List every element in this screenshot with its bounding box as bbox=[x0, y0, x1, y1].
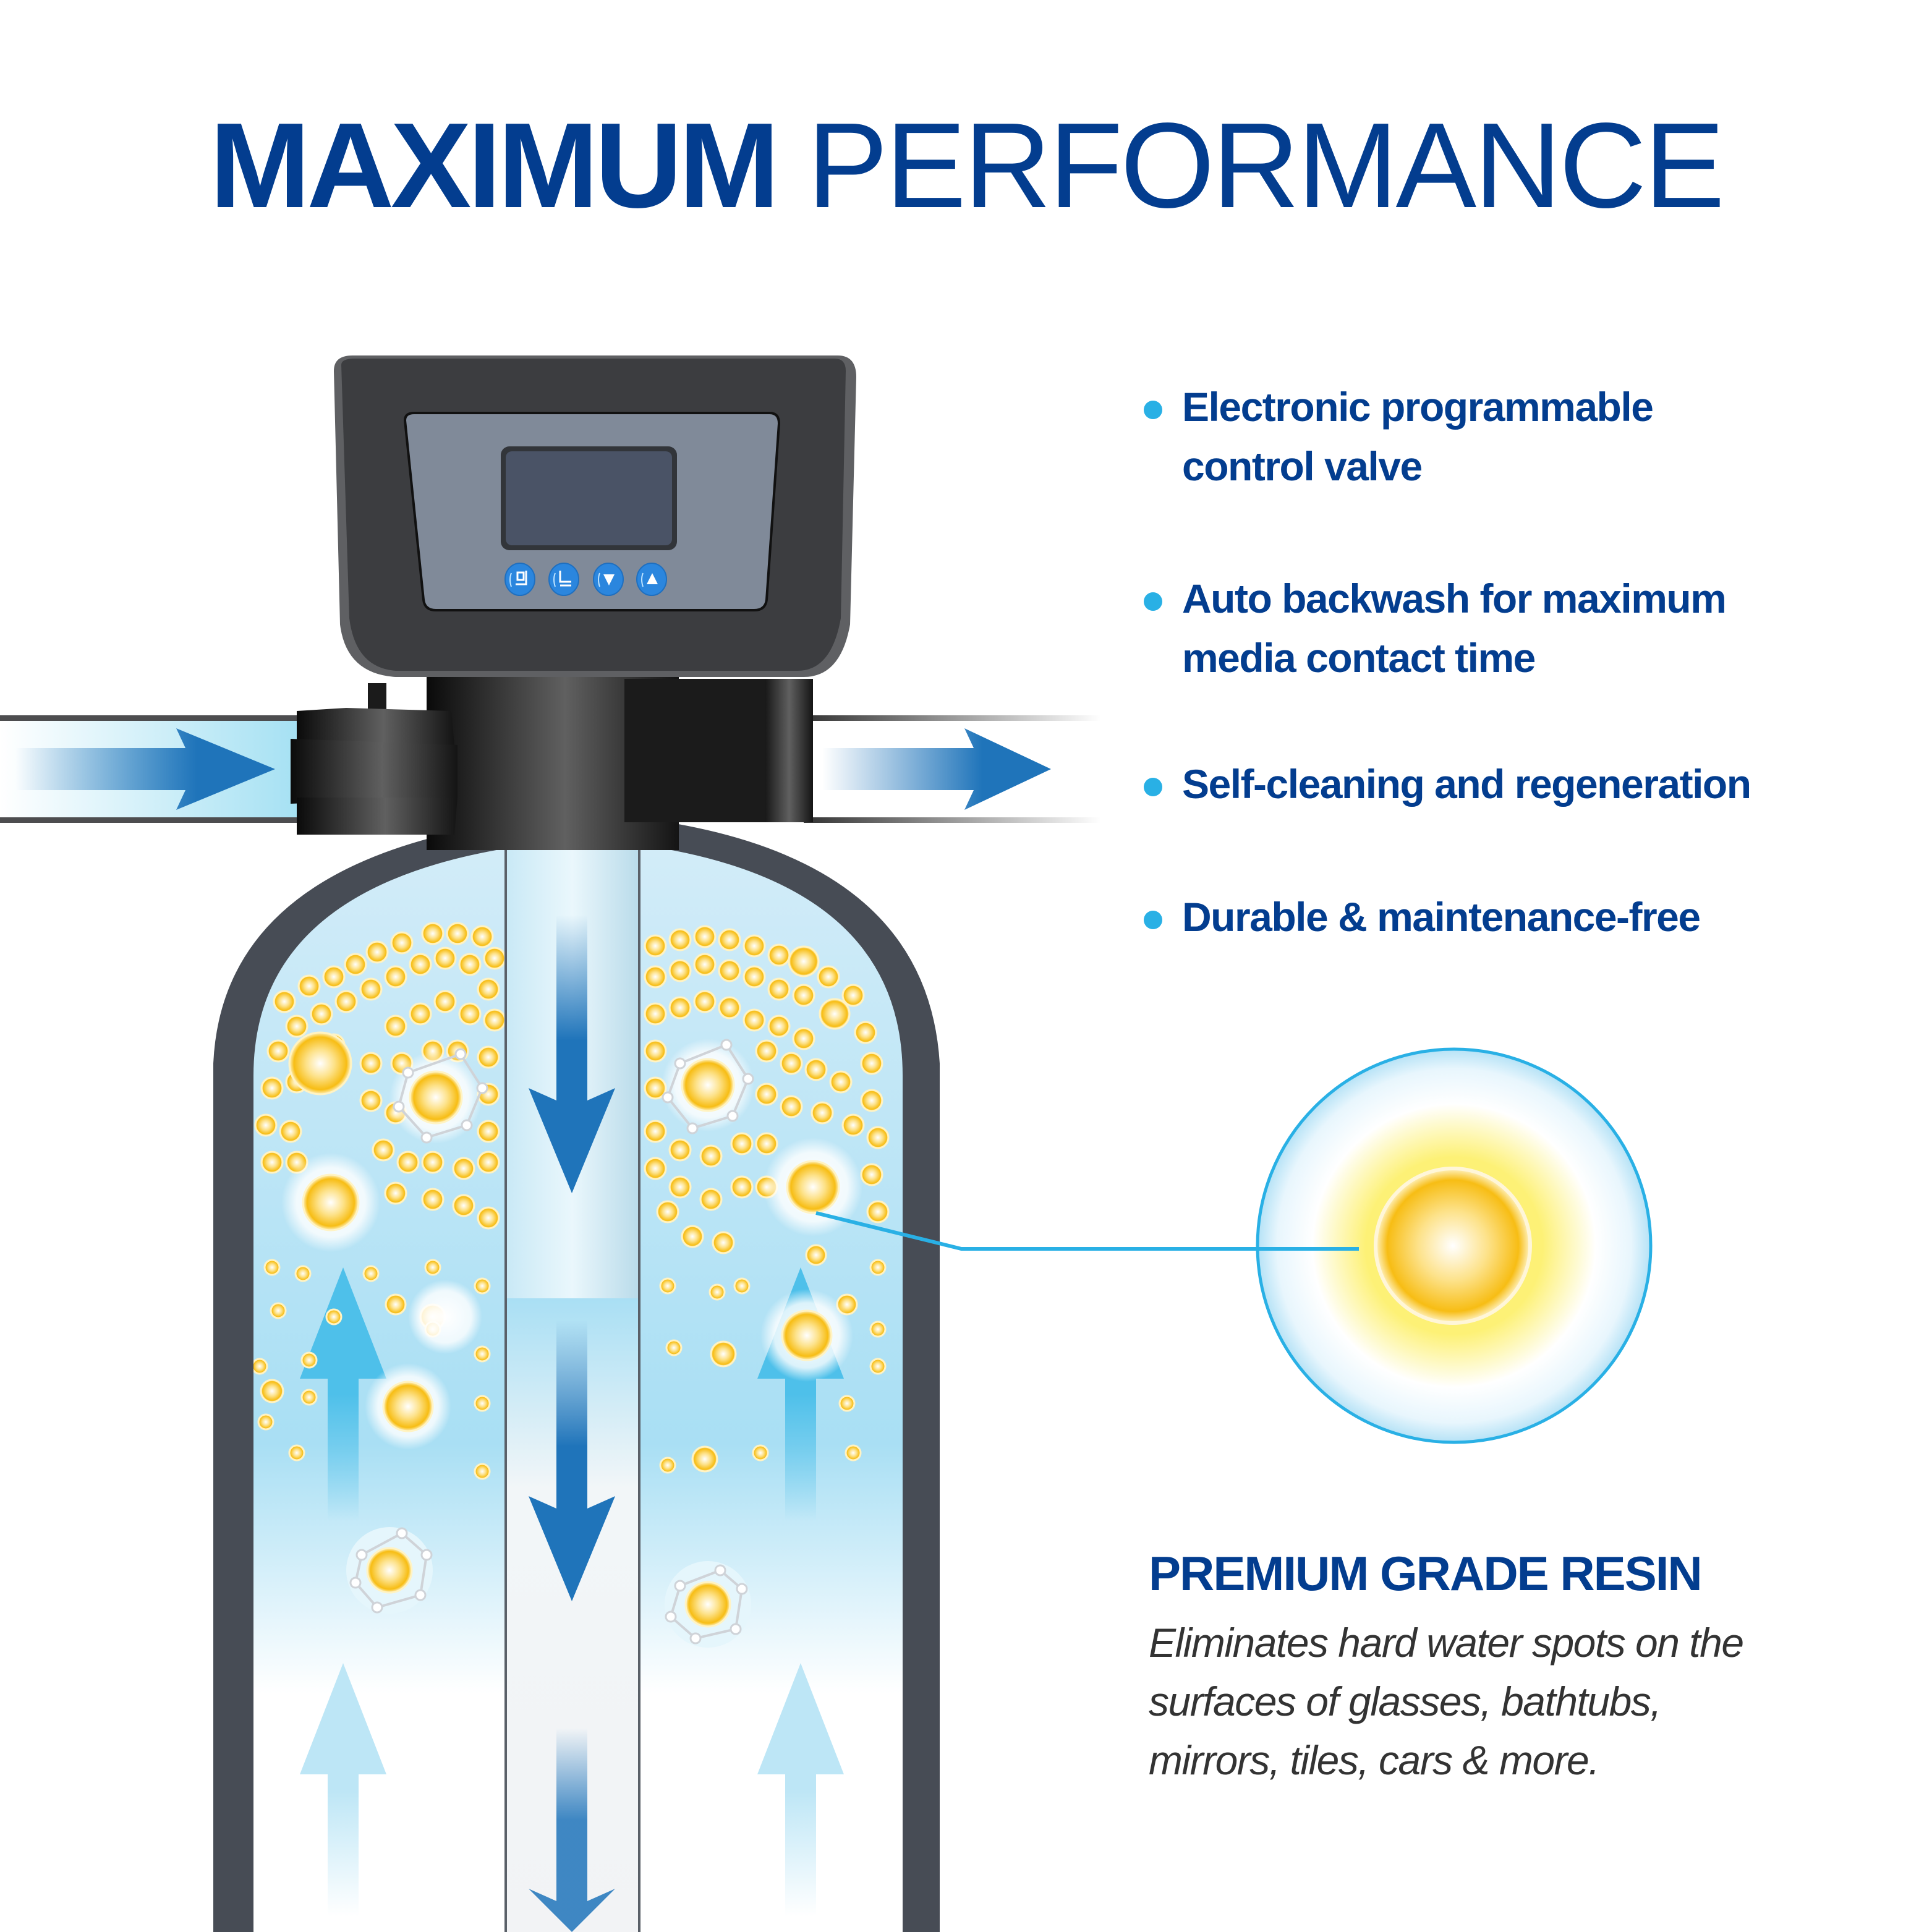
control-valve bbox=[291, 355, 856, 850]
bullet-icon bbox=[1144, 592, 1162, 611]
callout-line bbox=[815, 1211, 1360, 1251]
feature-item: Electronic programmable control valve bbox=[1144, 377, 1654, 496]
arrow-up-icon bbox=[636, 563, 667, 596]
down-arrow-icon bbox=[529, 915, 615, 1193]
down-arrow-icon bbox=[529, 1320, 615, 1601]
bullet-icon bbox=[1144, 778, 1162, 796]
resin-tank bbox=[213, 822, 940, 1932]
bullet-icon bbox=[1144, 401, 1162, 419]
resin-beads bbox=[253, 922, 890, 1480]
title-bold: MAXIMUM bbox=[209, 98, 780, 233]
title-light: PERFORMANCE bbox=[776, 98, 1725, 233]
down-arrow-icon bbox=[529, 1728, 615, 1932]
valve-button-up[interactable] bbox=[636, 562, 668, 597]
resin-callout: PREMIUM GRADE RESIN Eliminates hard wate… bbox=[1149, 1546, 1860, 1790]
inlet-arrow-icon bbox=[15, 728, 275, 810]
arrow-down-icon bbox=[593, 563, 624, 596]
outlet-pipe bbox=[804, 715, 1100, 823]
outlet-arrow-icon bbox=[822, 728, 1051, 810]
inlet-pipe bbox=[0, 715, 297, 823]
valve-button-menu[interactable] bbox=[504, 562, 536, 597]
feature-item: Self-cleaning and regeneration bbox=[1144, 754, 1924, 814]
active-resin-beads bbox=[281, 1031, 862, 1648]
bullet-icon bbox=[1144, 911, 1162, 929]
feature-text-line: media contact time bbox=[1182, 635, 1536, 681]
menu-square-icon bbox=[504, 563, 535, 596]
feature-item: Durable & maintenance-free bbox=[1144, 887, 1924, 947]
magnified-resin-bead bbox=[1256, 1047, 1653, 1444]
enter-corner-icon bbox=[548, 563, 579, 596]
valve-button-down[interactable] bbox=[592, 562, 624, 597]
feature-text-line: Auto backwash for maximum bbox=[1182, 576, 1727, 621]
resin-description: Eliminates hard water spots on the surfa… bbox=[1149, 1620, 1744, 1783]
feature-text-line: Electronic programmable bbox=[1182, 384, 1654, 430]
resin-title: PREMIUM GRADE RESIN bbox=[1149, 1546, 1703, 1601]
feature-text-line: Self-cleaning and regeneration bbox=[1182, 761, 1751, 807]
feature-item: Auto backwash for maximum media contact … bbox=[1144, 569, 1727, 687]
valve-button-enter[interactable] bbox=[548, 562, 580, 597]
page-title: MAXIMUM PERFORMANCE bbox=[0, 104, 1932, 228]
feature-text-line: Durable & maintenance-free bbox=[1182, 894, 1701, 940]
feature-text-line: control valve bbox=[1182, 443, 1423, 489]
